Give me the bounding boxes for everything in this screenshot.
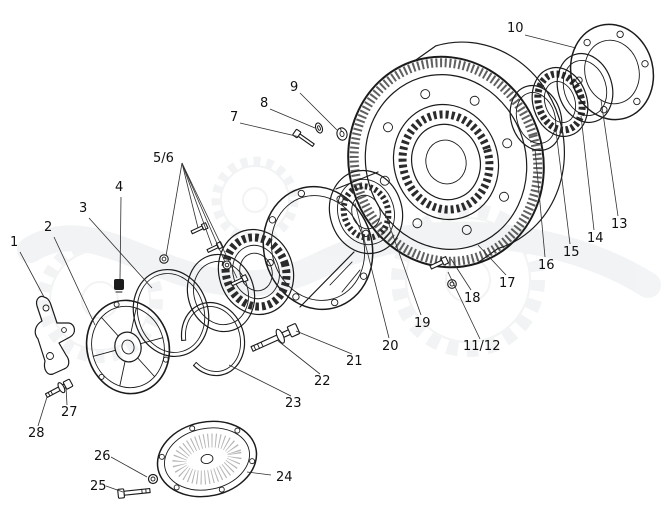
leader-line xyxy=(269,108,316,129)
wheel-stud xyxy=(429,256,450,270)
callout-label-26: 26 xyxy=(94,449,111,464)
callout-label-23: 23 xyxy=(285,396,302,411)
cover-bolt-washer xyxy=(147,473,159,485)
callout-label-22: 22 xyxy=(314,374,331,389)
callout-label-25: 25 xyxy=(90,479,107,494)
hub-cap xyxy=(85,299,171,395)
leader-line xyxy=(165,162,183,257)
spring-washer xyxy=(314,122,324,134)
leader-line xyxy=(19,251,45,298)
stud-fastener-1 xyxy=(190,222,209,235)
callout-label-2: 2 xyxy=(44,220,52,235)
leader-line xyxy=(110,456,148,478)
leader-line xyxy=(65,386,68,406)
callouts-layer: 12345/67891011/1213141516171819202122232… xyxy=(10,21,628,494)
leader-line xyxy=(239,122,301,138)
leader-line xyxy=(181,162,238,279)
leader-line xyxy=(105,485,124,493)
leader-line xyxy=(246,471,272,476)
hub-cover xyxy=(156,420,258,498)
leader-line xyxy=(228,364,292,397)
lock-washer xyxy=(336,127,348,141)
callout-label-13: 13 xyxy=(611,217,628,232)
callout-label-16: 16 xyxy=(538,258,555,273)
callout-label-10: 10 xyxy=(507,21,524,36)
leader-line xyxy=(119,196,122,280)
brake-drum xyxy=(347,41,565,269)
callout-label-24: 24 xyxy=(276,470,293,485)
leader-line xyxy=(181,162,226,263)
nut-fastener-4 xyxy=(222,260,232,270)
callout-label-9: 9 xyxy=(290,80,298,95)
leader-line xyxy=(53,236,96,326)
wheel-stud-nut xyxy=(447,279,457,289)
leader-line xyxy=(524,34,577,49)
taper-bearing-inner xyxy=(217,228,295,316)
callout-label-5-6: 5/6 xyxy=(153,151,174,166)
callout-label-4: 4 xyxy=(115,180,123,195)
leader-line xyxy=(384,212,422,316)
leader-line xyxy=(534,148,546,258)
bracket xyxy=(34,295,75,375)
leader-line xyxy=(295,330,353,355)
breather-plug xyxy=(114,279,124,293)
callout-label-3: 3 xyxy=(79,201,87,216)
leader-line xyxy=(37,396,48,427)
stud-fastener-5 xyxy=(230,274,249,287)
callout-label-15: 15 xyxy=(563,245,580,260)
leader-line xyxy=(555,130,571,245)
callout-label-28: 28 xyxy=(28,426,45,441)
stud-fastener-3 xyxy=(206,241,224,253)
leader-line xyxy=(354,202,390,339)
adjuster-bolt xyxy=(292,128,315,147)
bearing-race xyxy=(186,253,256,333)
callout-label-19: 19 xyxy=(414,316,431,331)
leader-line xyxy=(450,258,472,291)
leader-line xyxy=(600,99,619,217)
leader-line xyxy=(447,271,481,340)
bearing-cup-inner xyxy=(509,85,563,151)
watermark xyxy=(17,156,661,363)
taper-bearing-outer xyxy=(531,67,589,137)
callout-label-21: 21 xyxy=(346,354,363,369)
bracket-bolt xyxy=(44,378,74,398)
leader-line xyxy=(299,92,338,131)
callout-label-20: 20 xyxy=(382,339,399,354)
callout-label-18: 18 xyxy=(464,291,481,306)
leader-line xyxy=(276,339,321,375)
leader-line xyxy=(580,115,595,231)
lock-ring xyxy=(180,301,246,377)
nut-fastener-2 xyxy=(159,254,169,264)
callout-label-17: 17 xyxy=(499,276,516,291)
wheel-hub xyxy=(262,169,404,311)
cover-bolt xyxy=(117,487,151,499)
callout-label-8: 8 xyxy=(260,96,268,111)
callout-label-11-12: 11/12 xyxy=(463,339,500,354)
callout-label-14: 14 xyxy=(587,231,604,246)
leader-line xyxy=(181,162,213,247)
leader-line xyxy=(477,244,507,276)
leader-line xyxy=(181,162,199,229)
bearing-cup-outer xyxy=(556,53,614,123)
callout-label-1: 1 xyxy=(10,235,18,250)
callout-label-27: 27 xyxy=(61,405,78,420)
callout-label-7: 7 xyxy=(230,110,238,125)
hub-bolt xyxy=(250,323,301,352)
flange-gasket xyxy=(569,23,655,121)
